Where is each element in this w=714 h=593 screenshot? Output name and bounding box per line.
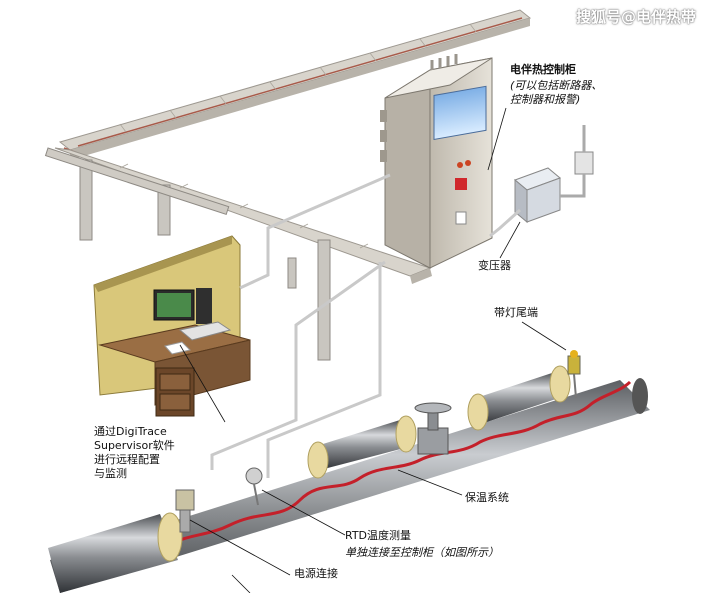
control-cabinet xyxy=(380,54,493,269)
software-label-line2: Supervisor软件 xyxy=(94,439,175,452)
pipe-system xyxy=(48,350,650,593)
rtd-label: RTD温度测量 xyxy=(345,529,412,542)
software-label-line3: 进行远程配置 xyxy=(94,453,160,466)
leader-lines xyxy=(179,107,567,593)
computer-desk xyxy=(93,235,251,417)
transformer xyxy=(514,125,594,224)
cabinet-note-line2: 控制器和报警) xyxy=(510,93,581,106)
software-label-line1: 通过DigiTrace xyxy=(94,425,167,438)
end-light-label: 带灯尾端 xyxy=(494,306,538,319)
cabinet-note-line1: (可以包括断路器、 xyxy=(510,79,603,92)
power-label: 电源连接 xyxy=(294,567,338,580)
cable-tray xyxy=(44,9,532,361)
rtd-note-label: 单独连接至控制柜（如图所示） xyxy=(345,546,499,559)
insulation-label: 保温系统 xyxy=(465,491,509,504)
transformer-label: 变压器 xyxy=(478,259,511,272)
watermark: 搜狐号@电伴热带 xyxy=(576,8,697,26)
software-label-line4: 与监测 xyxy=(94,467,127,480)
cabinet-title-label: 电伴热控制柜 xyxy=(510,63,576,76)
conduit-lines xyxy=(210,173,522,478)
